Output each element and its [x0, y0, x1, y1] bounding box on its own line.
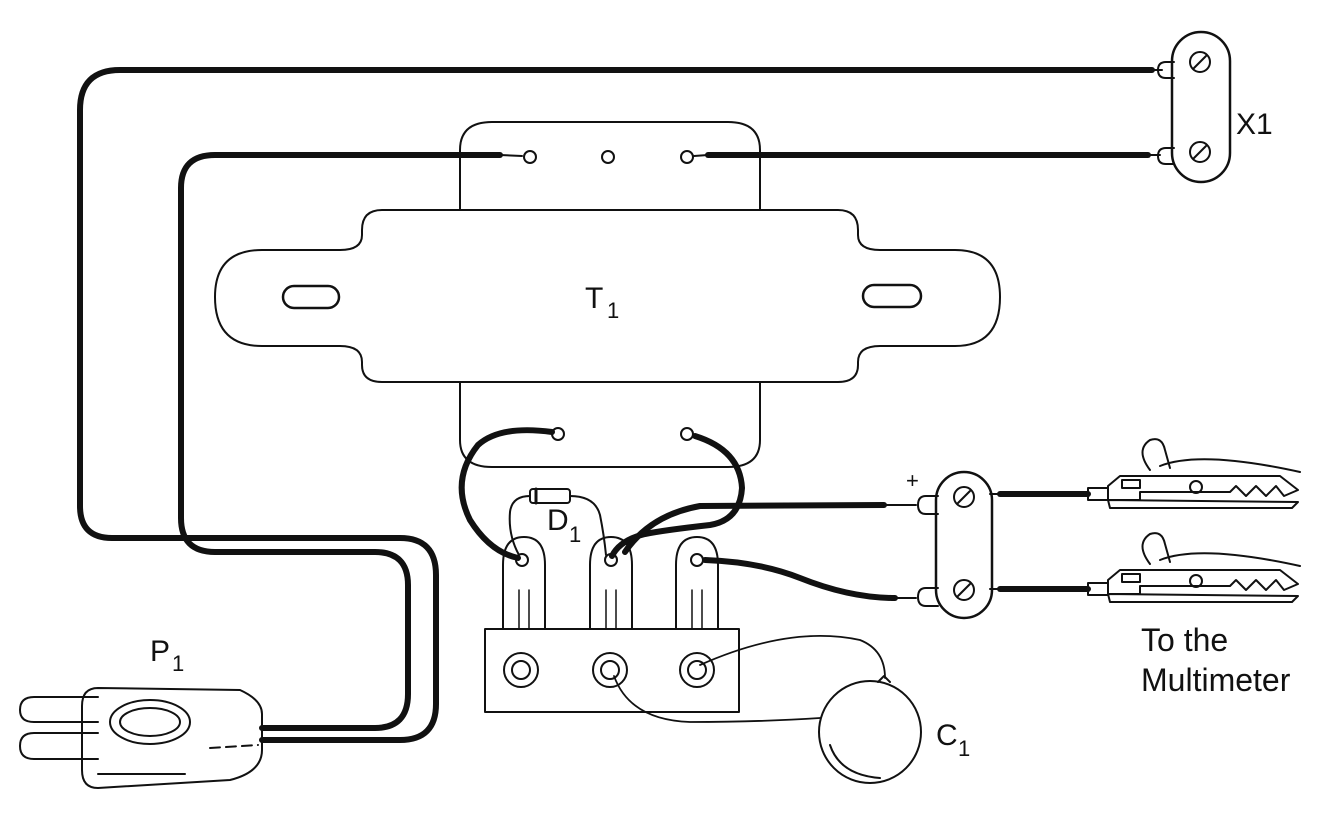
lug-1: [502, 536, 546, 630]
t1-label: T 1: [585, 282, 619, 323]
diode-lead-right: [569, 495, 607, 556]
secondary-wire-right: [609, 433, 745, 559]
capacitor-body: [818, 680, 922, 784]
mounting-slot-right: [861, 283, 923, 309]
x1-screw-slot: [1193, 55, 1207, 69]
c1-label: C 1: [936, 719, 970, 761]
primary-terminal-3: [680, 150, 694, 164]
x1-body: [1170, 30, 1232, 184]
capacitor-lead-2: [613, 675, 821, 723]
lug-hole-3: [690, 553, 704, 567]
lug-2: [589, 536, 633, 630]
output-lug-bottom: [917, 587, 939, 607]
terminal-strip-x1: [1157, 30, 1232, 184]
primary-terminal-1: [523, 150, 537, 164]
wire-end: [693, 154, 709, 157]
output-screw-bottom: [953, 579, 975, 601]
diode-d1: [508, 487, 607, 556]
x1-lug-top: [1157, 61, 1175, 79]
p1-label-main: P: [150, 635, 170, 668]
x1-screw-bottom: [1189, 141, 1211, 163]
plug-prong-top: [19, 696, 99, 723]
primary-terminal-2: [601, 150, 615, 164]
mains-wire-inner: [178, 152, 503, 731]
output-strip-body: [934, 470, 994, 620]
diode-lead-left: [508, 495, 531, 556]
positive-output-wire: [622, 502, 887, 555]
x1-screw-top: [1189, 51, 1211, 73]
capacitor-tab: [877, 675, 891, 683]
negative-output-wire: [702, 557, 898, 601]
plug-prong-bottom: [19, 732, 99, 760]
plug-grip-inner: [119, 707, 181, 737]
t1-label-main: T: [585, 282, 603, 315]
secondary-terminal-2: [680, 427, 694, 441]
terminal-block-base: [484, 628, 740, 713]
multimeter-note-line-1: To the: [1141, 622, 1229, 658]
capacitor-inner-arc: [829, 744, 881, 779]
plug-mark: [209, 744, 259, 749]
mains-wire-outer: [77, 67, 1155, 743]
x1-label: X1: [1236, 108, 1273, 141]
x1-screw-slot: [1193, 145, 1207, 159]
x1-lug-bottom: [1157, 147, 1175, 165]
multimeter-note-line-2: Multimeter: [1141, 662, 1291, 698]
output-screw-slot: [957, 490, 971, 504]
p1-label: P 1: [150, 635, 184, 676]
transformer-t1: [214, 121, 1001, 468]
plug-body: [81, 687, 263, 789]
output-screw-slot: [957, 583, 971, 597]
transformer-bottom-tab: [459, 381, 761, 468]
terminal-block: [484, 536, 740, 713]
output-screw-top: [953, 486, 975, 508]
capacitor-lead-1: [699, 635, 886, 679]
plug-grip-outer: [109, 699, 191, 745]
d1-label: D 1: [547, 504, 581, 547]
plug-p1: [19, 687, 263, 789]
output-terminal-strip: [917, 470, 994, 620]
transformer-body: [214, 209, 1001, 383]
lug-3: [675, 536, 719, 630]
c1-label-sub: 1: [958, 736, 970, 761]
p1-label-sub: 1: [172, 651, 184, 676]
alligator-clip-bottom: [1087, 532, 1301, 603]
t1-label-sub: 1: [607, 298, 619, 323]
rivet-2: [592, 652, 628, 688]
wire-end: [499, 154, 523, 157]
rivet-3: [679, 652, 715, 688]
output-lug-top: [917, 495, 939, 515]
secondary-wire-left: [458, 427, 555, 561]
d1-label-sub: 1: [569, 522, 581, 547]
capacitor-c1: [818, 675, 922, 784]
rivet-1: [503, 652, 539, 688]
alligator-clip-top: [1087, 438, 1301, 509]
x1-label-text: X1: [1236, 108, 1273, 141]
mounting-slot-left: [281, 284, 341, 310]
transformer-top-tab: [459, 121, 761, 211]
multimeter-note: To the Multimeter: [1141, 620, 1290, 700]
c1-label-main: C: [936, 719, 958, 752]
plus-sign: +: [906, 468, 919, 493]
d1-label-main: D: [547, 504, 569, 537]
